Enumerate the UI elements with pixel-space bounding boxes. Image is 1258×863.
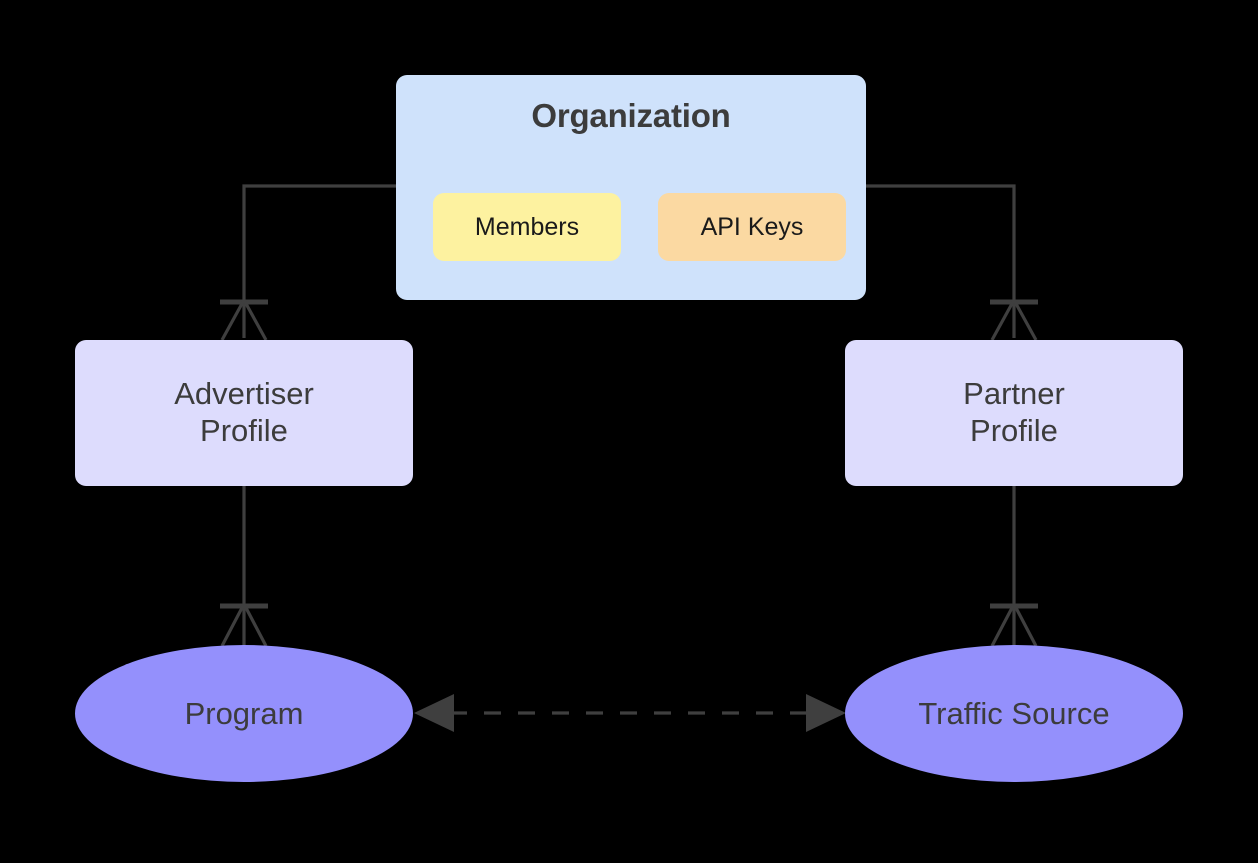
node-advertiser-profile-label: Advertiser Profile: [174, 376, 314, 448]
edge-organization-partner-profile: [866, 184, 1038, 341]
edge-advertiser-profile-program: [220, 486, 268, 647]
node-program-label: Program: [184, 695, 304, 731]
organization-container[interactable]: Organization Members API Keys: [396, 75, 866, 300]
edge-organization-advertiser-profile: [220, 184, 396, 341]
node-traffic-source-label: Traffic Source: [918, 695, 1110, 731]
node-program[interactable]: Program: [75, 645, 413, 782]
chip-members[interactable]: Members: [433, 193, 621, 261]
node-partner-profile-label: Partner Profile: [963, 376, 1065, 448]
edge-partner-profile-traffic-source: [990, 486, 1038, 647]
chip-members-label: Members: [474, 212, 580, 241]
chip-api-keys-label: API Keys: [700, 212, 804, 241]
edge-program-traffic-source: [414, 694, 846, 732]
organization-title: Organization: [531, 97, 731, 134]
node-advertiser-profile[interactable]: Advertiser Profile: [75, 340, 413, 486]
node-partner-profile[interactable]: Partner Profile: [845, 340, 1183, 486]
node-traffic-source[interactable]: Traffic Source: [845, 645, 1183, 782]
chip-api-keys[interactable]: API Keys: [658, 193, 846, 261]
